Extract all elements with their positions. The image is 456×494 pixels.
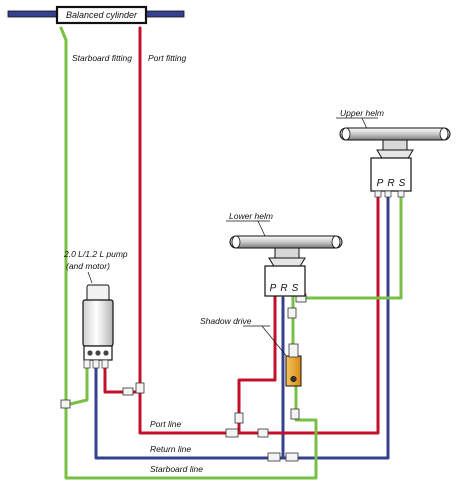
balanced-cylinder: Balanced cylinder	[7, 5, 185, 25]
tee-fitting	[234, 412, 244, 424]
shadow-drive-fitting	[288, 343, 299, 358]
balanced-cylinder-label: Balanced cylinder	[66, 10, 138, 20]
upper-helm: Upper helm P R S	[336, 108, 451, 198]
helm-pump-box	[264, 265, 306, 297]
pump-body	[82, 299, 114, 347]
lower-helm-p-port: P	[270, 283, 277, 294]
lower-helm-s-port: S	[292, 283, 299, 294]
cylinder-body	[55, 5, 148, 25]
pump-fitting	[101, 359, 109, 369]
port-fitting	[384, 190, 392, 198]
pump-port	[95, 350, 101, 356]
port-line-label: Port line	[150, 419, 181, 429]
shadow-drive-label: Shadow drive	[200, 316, 252, 326]
wheel-end	[341, 127, 351, 141]
shadow-drive-connector	[290, 375, 297, 383]
upper-helm-p-port: P	[377, 178, 384, 189]
shadow-drive: Shadow drive	[200, 316, 302, 387]
lower-helm-label: Lower helm	[229, 211, 273, 221]
tee-fitting	[60, 399, 71, 409]
return-line	[94, 189, 390, 460]
pump-port	[103, 350, 109, 356]
tee-fitting	[122, 387, 134, 396]
port-fitting	[397, 190, 405, 198]
pump-fitting	[92, 359, 100, 369]
return-line-label: Return line	[150, 444, 191, 454]
starboard-line-label: Starboard line	[150, 464, 203, 474]
pump-label-line2: (and motor)	[66, 261, 110, 271]
upper-helm-r-port: R	[387, 178, 394, 189]
tee-fitting	[225, 428, 239, 438]
port-line	[103, 26, 380, 435]
leader-line	[257, 220, 266, 237]
tee-fitting	[135, 382, 145, 394]
helm-wheel-bar	[339, 127, 451, 141]
tee-fitting	[267, 452, 281, 462]
helm-wheel-bar	[229, 235, 343, 249]
tee-fitting	[290, 408, 300, 420]
pump-port	[87, 350, 93, 356]
leader-line	[87, 271, 93, 284]
port-fitting	[374, 190, 382, 198]
tee-fitting	[287, 307, 297, 319]
pump-label-line1: 2.0 L/1.2 L pump	[63, 249, 128, 259]
pump-fitting	[83, 359, 91, 369]
wheel-end	[231, 235, 241, 249]
wheel-end	[439, 127, 449, 141]
starboard-line	[59, 26, 403, 480]
lower-helm-r-port: R	[280, 283, 287, 294]
pump-and-motor: 2.0 L/1.2 L pump (and motor)	[63, 249, 128, 369]
line-fittings	[60, 293, 307, 462]
tee-fitting	[285, 452, 299, 462]
upper-helm-label: Upper helm	[340, 108, 384, 118]
starboard-fitting-label: Starboard fitting	[72, 53, 132, 63]
upper-helm-s-port: S	[399, 178, 406, 189]
wheel-end	[331, 235, 341, 249]
lower-helm: Lower helm P R S	[226, 211, 343, 297]
tee-fitting	[257, 428, 269, 438]
port-fitting-label: Port fitting	[148, 53, 187, 63]
leader-line	[261, 325, 289, 359]
